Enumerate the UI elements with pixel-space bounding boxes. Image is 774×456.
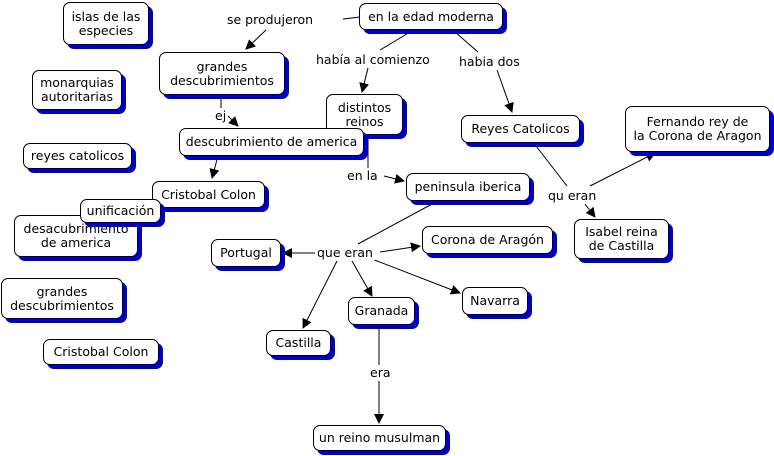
label-ej: ej	[213, 108, 229, 123]
label-en-la: en la	[345, 168, 380, 183]
link-peninsula-que-eran	[357, 202, 435, 245]
concept-granada[interactable]: Granada	[348, 297, 415, 325]
label-era: era	[368, 365, 393, 380]
label-que-eran: que eran	[315, 245, 375, 260]
concept-reino-musulman[interactable]: un reino musulman	[313, 425, 446, 451]
link-qu-eran-isabel	[584, 203, 596, 218]
link-que-eran-corona	[379, 242, 421, 253]
label-se-produjeron: se produjeron	[225, 12, 316, 27]
concept-castilla[interactable]: Castilla	[266, 330, 331, 356]
link-edad-habia-dos	[454, 31, 479, 53]
concept-unificacion[interactable]: unificación	[80, 199, 161, 223]
concept-isabel-reina[interactable]: Isabel reina de Castilla	[574, 219, 669, 259]
link-habia-dos-reyes	[496, 69, 514, 113]
link-que-eran-granada	[351, 260, 373, 297]
concept-corona-aragon[interactable]: Corona de Aragón	[422, 226, 553, 254]
concept-desc-america[interactable]: descubrimiento de america	[179, 128, 364, 156]
concept-reyes-catolicos[interactable]: Reyes Catolicos	[461, 115, 580, 143]
link-en-la-peninsula	[383, 173, 405, 184]
link-ej-desc-america	[227, 115, 239, 127]
label-habia-dos: habia dos	[457, 54, 522, 69]
concept-edad-moderna[interactable]: en la edad moderna	[359, 3, 503, 30]
concept-portugal[interactable]: Portugal	[211, 239, 281, 267]
link-que-eran-castilla	[302, 260, 338, 329]
link-reyes-qu-eran	[535, 145, 568, 187]
link-edad-se-produjeron	[342, 16, 361, 20]
link-edad-habia-comienzo	[379, 31, 411, 51]
concept-grandes-descubrimientos[interactable]: grandes descubrimientos	[159, 52, 285, 95]
concept-cristobal-colon-loose[interactable]: Cristobal Colon	[43, 339, 159, 365]
concept-navarra[interactable]: Navarra	[462, 287, 528, 315]
link-se-produjeron-grandes	[245, 29, 267, 50]
concept-peninsula-iberica[interactable]: peninsula iberica	[406, 173, 530, 201]
concept-fernando-rey[interactable]: Fernando rey de la Corona de Aragon	[625, 106, 770, 152]
link-habia-comienzo-reinos	[359, 67, 370, 93]
label-qu-eran: qu eran	[546, 188, 599, 203]
concept-reyes-catolicos-loose[interactable]: reyes catolicos	[23, 143, 132, 169]
concept-islas-especies[interactable]: islas de las especies	[63, 2, 149, 45]
concept-grandes-descubrimientos-loose[interactable]: grandes descubrimientos	[1, 278, 123, 319]
label-habia-al-comienzo: había al comienzo	[314, 52, 432, 67]
link-desc-cristobal	[209, 155, 220, 179]
concept-monarquias-autoritarias[interactable]: monarquias autoritarias	[32, 70, 122, 110]
link-que-eran-navarra	[371, 258, 461, 295]
link-qu-eran-fernando	[589, 152, 656, 187]
concept-cristobal-colon[interactable]: Cristobal Colon	[152, 181, 265, 208]
